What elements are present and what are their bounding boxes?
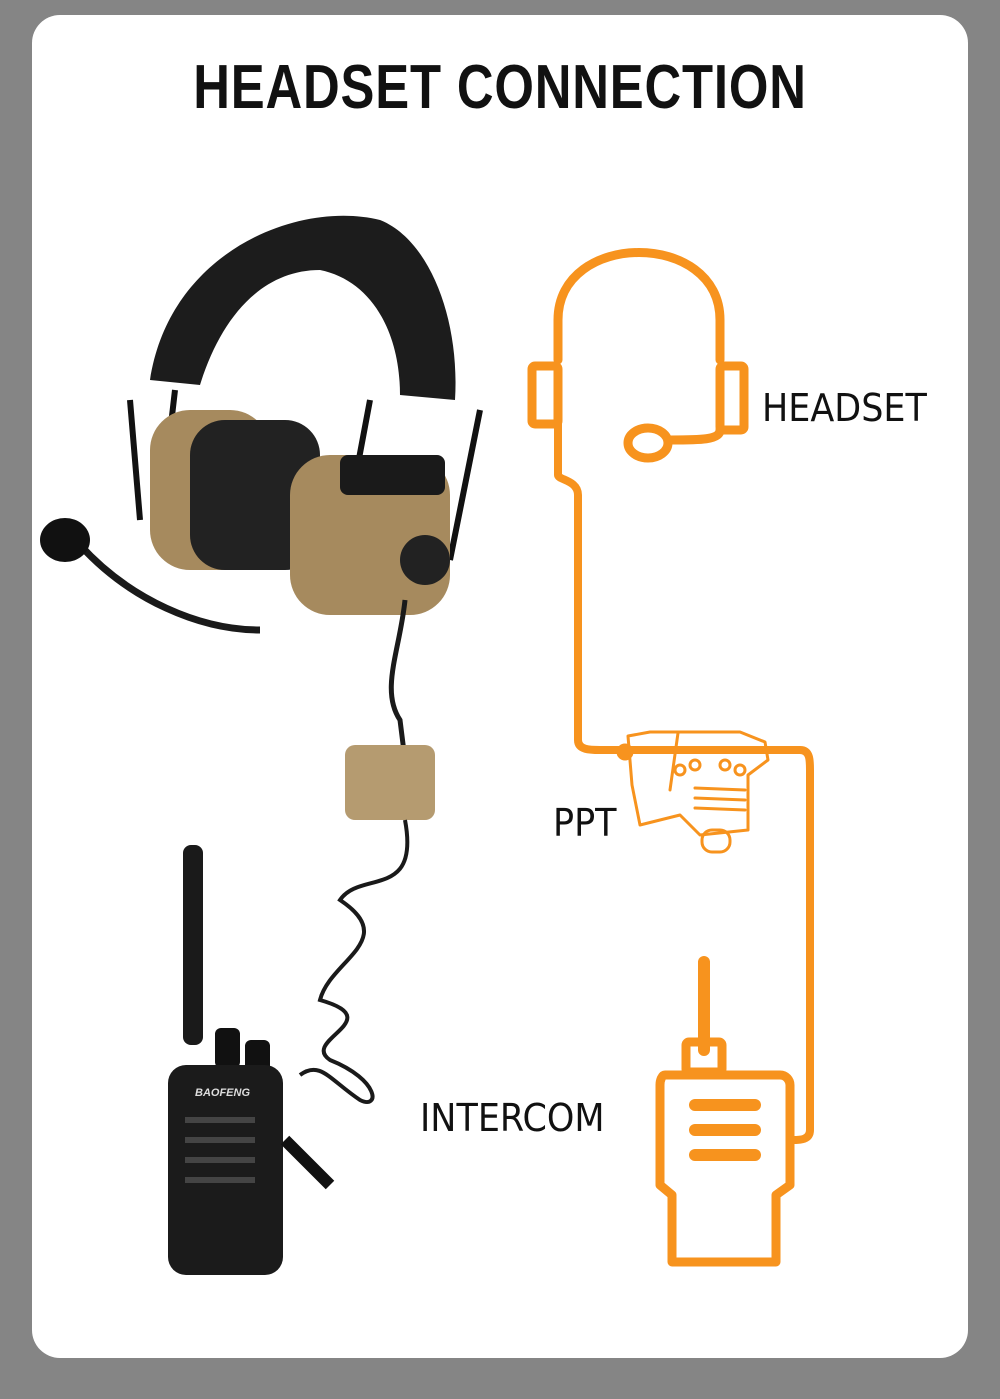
ppt-label: PPT xyxy=(553,801,617,845)
ptt-unit xyxy=(345,745,435,820)
radio-knob xyxy=(215,1028,240,1068)
radio-brand: BAOFENG xyxy=(195,1087,250,1099)
ppt-icon xyxy=(626,730,770,854)
radio-antenna xyxy=(183,845,203,1045)
intercom-icon xyxy=(655,956,795,1267)
headband xyxy=(150,215,456,400)
page-title: HEADSET CONNECTION xyxy=(193,53,807,122)
headset-label: HEADSET xyxy=(762,386,927,430)
intercom-label: INTERCOM xyxy=(420,1096,605,1140)
mic-foam xyxy=(40,518,90,562)
headset-icon xyxy=(553,248,725,365)
